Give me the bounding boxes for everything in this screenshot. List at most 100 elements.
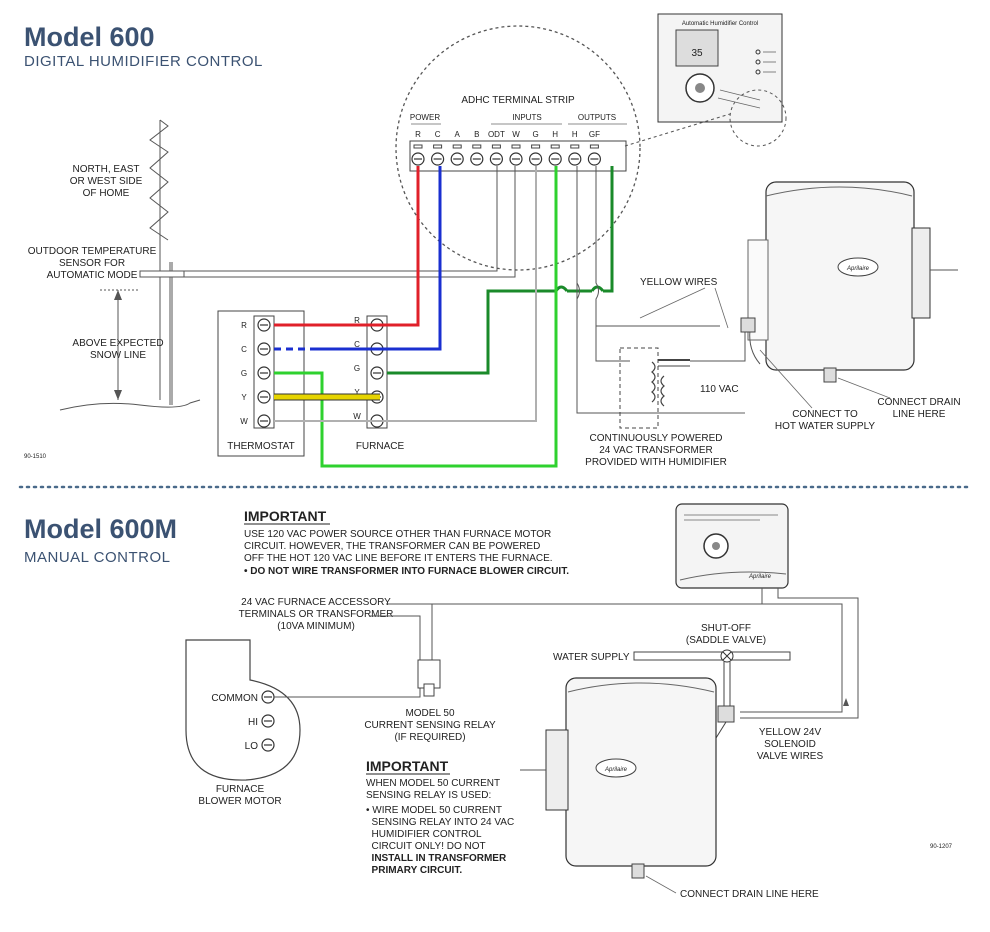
furnace-block: R C G Y W FURNACE <box>353 315 405 452</box>
thermostat-screw-icon <box>257 318 271 332</box>
model-600m-subtitle: MANUAL CONTROL <box>24 549 170 566</box>
thermostat-screw-icon <box>257 390 271 404</box>
thermostat-terminal-label: W <box>240 417 248 426</box>
strip-terminal-label: G <box>532 130 538 139</box>
vac-label: 110 VAC <box>700 384 739 395</box>
strip-terminal-label: A <box>455 130 461 139</box>
thermostat-screw-icon <box>257 366 271 380</box>
water-pipe <box>633 649 791 739</box>
terminal-strip-title: ADHC TERMINAL STRIP <box>461 95 575 106</box>
humidifier-unit-600: Aprilaire <box>740 181 958 383</box>
important-2-line-3: • WIRE MODEL 50 CURRENT <box>366 805 502 816</box>
motor-terminal-screw-icon <box>261 714 275 728</box>
strip-terminal-screw-icon <box>509 152 523 166</box>
thermostat-terminal-label: C <box>241 345 247 354</box>
motor-terminal-label: LO <box>245 741 259 752</box>
sensor-wire <box>184 166 498 272</box>
important-2-line-8: PRIMARY CIRCUIT. <box>366 865 462 876</box>
important-2-title: IMPORTANT <box>366 758 449 774</box>
strip-terminal-label: B <box>474 130 479 139</box>
drain-label-600m: CONNECT DRAIN LINE HERE <box>680 889 819 900</box>
transformer-icon <box>619 347 690 429</box>
outdoor-sensor-icon <box>100 270 185 400</box>
furnace-screw-icon <box>370 366 384 380</box>
brand-label-600m: Aprilaire <box>604 767 628 773</box>
strip-terminal-screw-icon <box>528 152 543 166</box>
part-number-600: 90-1510 <box>24 454 47 460</box>
strip-terminal-screw-icon <box>411 152 425 166</box>
important-1-line-1: USE 120 VAC POWER SOURCE OTHER THAN FURN… <box>244 529 551 540</box>
solenoid-wire-1 <box>740 588 859 719</box>
thermostat-label: THERMOSTAT <box>227 441 294 452</box>
strip-terminal-screw-icon <box>450 152 464 166</box>
model-600-title: Model 600 <box>24 22 155 52</box>
strip-terminal-label: H <box>552 130 558 139</box>
thermostat-terminal-label: G <box>241 369 247 378</box>
strip-terminal-label: ODT <box>488 130 505 139</box>
model-600m-title: Model 600M <box>24 514 177 544</box>
furnace-terminal-label: W <box>353 412 361 421</box>
brand-label-control: Aprilaire <box>748 574 772 580</box>
group-outputs-label: OUTPUTS <box>578 113 616 122</box>
strip-terminal-label: R <box>415 130 421 139</box>
thermostat-screw-icon <box>257 414 271 428</box>
strip-terminal-screw-icon <box>489 152 503 166</box>
furnace-terminal-label: Y <box>354 388 360 397</box>
strip-terminal-screw-icon <box>470 152 484 166</box>
shutoff-valve-label: SHUT-OFF(SADDLE VALVE) <box>686 623 766 646</box>
strip-terminal-screw-icon <box>431 152 445 166</box>
important-2-line-2: SENSING RELAY IS USED: <box>366 790 491 801</box>
important-1-line-4: • DO NOT WIRE TRANSFORMER INTO FURNACE B… <box>244 566 569 577</box>
strip-terminal-screw-icon <box>587 152 602 166</box>
manual-control-unit: Aprilaire <box>675 503 789 589</box>
important-2-line-4: SENSING RELAY INTO 24 VAC <box>366 817 514 828</box>
motor-terminal-label: HI <box>248 717 258 728</box>
strip-terminal-label: W <box>512 130 520 139</box>
h-output-wire-2 <box>595 166 720 327</box>
light-green-wire <box>274 166 558 468</box>
humidifier-unit-600m: Aprilaire <box>520 677 717 879</box>
furnace-terminal-label: G <box>354 364 360 373</box>
important-2-line-6: CIRCUIT ONLY! DO NOT <box>366 841 486 852</box>
thermostat-terminal-label: R <box>241 321 247 330</box>
control-unit-label: Automatic Humidifier Control <box>682 21 758 27</box>
solenoid-valve-icon <box>740 317 756 333</box>
important-1-title: IMPORTANT <box>244 508 327 524</box>
group-power-label: POWER <box>410 113 440 122</box>
motor-terminal-screw-icon <box>261 738 275 752</box>
thermostat-screw-icon <box>257 342 271 356</box>
h-output-wire-1 <box>576 166 690 414</box>
strip-terminal-label: H <box>572 130 578 139</box>
important-1-line-2: CIRCUIT. HOWEVER, THE TRANSFORMER CAN BE… <box>244 541 540 552</box>
brand-label-600: Aprilaire <box>846 266 870 272</box>
furnace-terminal-label: C <box>354 340 360 349</box>
red-wire-r <box>274 166 420 327</box>
gray-wire-w <box>274 166 537 422</box>
strip-terminal-label: C <box>435 130 441 139</box>
important-1-line-3: OFF THE HOT 120 VAC LINE BEFORE IT ENTER… <box>244 553 553 564</box>
sensor-wire-2 <box>184 166 516 278</box>
furnace-label: FURNACE <box>356 441 405 452</box>
current-sensing-relay <box>417 659 441 697</box>
model-600-subtitle: DIGITAL HUMIDIFIER CONTROL <box>24 53 263 70</box>
house-wall-sketch <box>59 119 201 411</box>
part-number-600m: 90-1207 <box>930 844 953 850</box>
group-inputs-label: INPUTS <box>512 113 541 122</box>
furnace-terminal-label: R <box>354 316 360 325</box>
strip-terminal-screw-icon <box>568 152 582 166</box>
yellow-wires-label: YELLOW WIRES <box>640 277 718 288</box>
important-2-line-5: HUMIDIFIER CONTROL <box>366 829 482 840</box>
solenoid-valve-600m-icon <box>717 705 735 723</box>
